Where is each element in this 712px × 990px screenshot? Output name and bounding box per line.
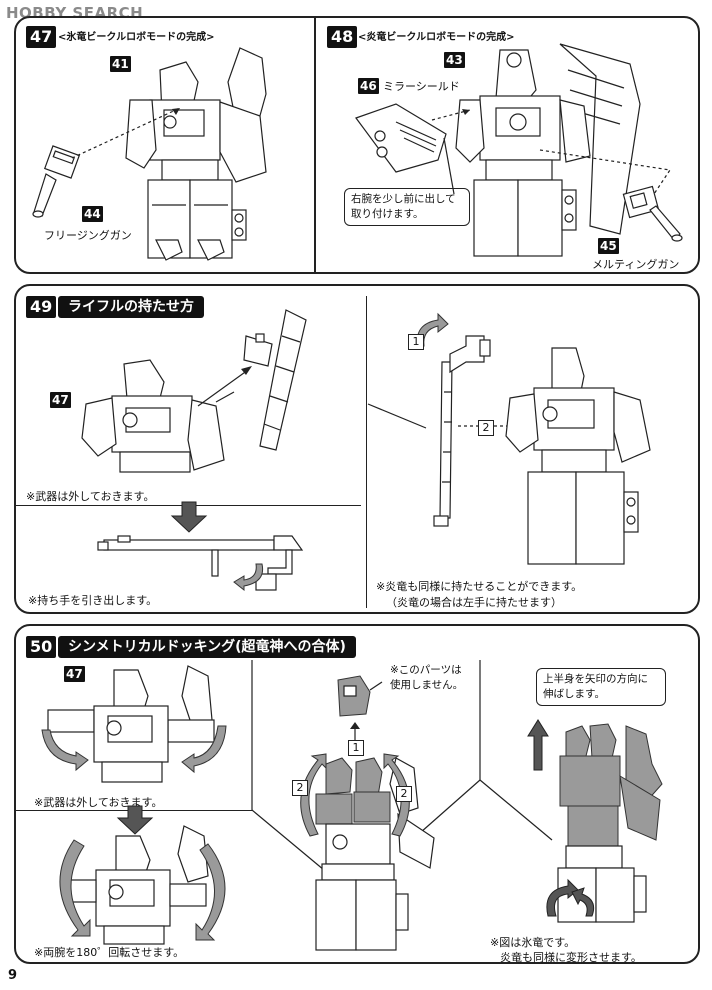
- robot-tag-47-50: 47: [64, 666, 85, 682]
- part-tag-41: 41: [110, 56, 131, 72]
- unused-callout-line-2: 使用しません。: [390, 679, 464, 691]
- up-arrow-50: [350, 722, 360, 742]
- note-pull-grip: ※持ち手を引き出します。: [28, 594, 158, 607]
- note-remove-weapon-49: ※武器は外しておきます。: [26, 490, 155, 503]
- step-48-title: <炎竜ビークルロボモードの完成>: [358, 32, 515, 43]
- page-number: 9: [8, 968, 18, 983]
- leader-lines-50: [251, 660, 553, 871]
- down-arrow-49: [170, 501, 208, 533]
- mirror-shield-label: ミラーシールド: [383, 80, 460, 93]
- robot-50a-illustration: [47, 665, 215, 783]
- attach-lines-48: [431, 109, 672, 201]
- rifle-vertical-illustration: [433, 335, 491, 527]
- down-arrow-50: [116, 805, 154, 835]
- melting-gun-label: メルティングガン: [592, 258, 680, 271]
- grip-rotate-arrow: [233, 563, 264, 592]
- unused-parts-callout: ※このパーツは 使用しません。: [384, 660, 476, 700]
- order-box-1-50: 1: [348, 740, 364, 756]
- order-box-2-49: 2: [478, 420, 494, 436]
- extend-callout: 上半身を矢印の方向に 伸ばします。: [536, 668, 666, 706]
- leader-line-49: [367, 403, 427, 429]
- step-48-number: 48: [327, 26, 358, 48]
- order-box-2b-50: 2: [396, 786, 412, 802]
- note-fire-dragon-2: （炎竜の場合は左手に持たせます）: [386, 596, 562, 609]
- callout-line-1: 右腕を少し前に出して: [351, 193, 456, 205]
- unused-callout-line-1: ※このパーツは: [390, 664, 462, 676]
- panel-divider: [314, 17, 316, 273]
- rifle-grip-illustration: [97, 535, 304, 591]
- step-47-title: <氷竜ビークルロボモードの完成>: [58, 32, 215, 43]
- extend-callout-line-1: 上半身を矢印の方向に: [543, 673, 648, 685]
- step-50-title: シンメトリカルドッキング(超竜神への合体): [58, 636, 356, 658]
- rifle-rotate-arrow: [416, 312, 449, 347]
- step-50-number: 50: [26, 636, 57, 658]
- mirror-shield-illustration: [355, 103, 447, 173]
- arrow-to-rifle: [197, 366, 252, 407]
- rotate-arrows-50c: [300, 753, 410, 837]
- step-49-number: 49: [26, 296, 57, 318]
- robot-50b-illustration: [59, 825, 226, 945]
- step-49-title: ライフルの持たせ方: [58, 296, 204, 318]
- attach-line-47: [71, 107, 181, 159]
- freezing-gun-label: フリージングガン: [44, 229, 132, 242]
- up-arrow-extend: [527, 719, 549, 771]
- rifle-49-illustration: [243, 309, 307, 451]
- order-box-2a-50: 2: [292, 780, 308, 796]
- step-47-number: 47: [26, 26, 57, 48]
- note-fire-dragon-1: ※炎竜も同様に持たせることができます。: [376, 580, 583, 593]
- part-tag-44: 44: [82, 206, 103, 222]
- panel-49-divider: [366, 296, 367, 608]
- robot-tag-47: 47: [50, 392, 71, 408]
- part-tag-45: 45: [598, 238, 619, 254]
- melting-gun-illustration: [622, 185, 683, 242]
- note-rotate-arms: ※両腕を180゜回転させます。: [34, 946, 185, 959]
- robot-47-illustration: [125, 47, 267, 261]
- part-tag-46: 46: [358, 78, 379, 94]
- arm-rotate-arrows-50a: [41, 725, 227, 774]
- robot-49-right-illustration: [505, 347, 651, 565]
- part-tag-43: 43: [444, 52, 465, 68]
- robot-49-illustration: [81, 359, 235, 473]
- note-figure-1: ※図は氷竜です。: [490, 936, 576, 949]
- extend-callout-line-2: 伸ばします。: [543, 688, 605, 700]
- unused-part-illustration: [337, 675, 383, 717]
- callout-line-2: 取り付けます。: [351, 208, 424, 220]
- note-figure-2: 炎竜も同様に変形させます。: [500, 951, 642, 964]
- robot-48-illustration: [455, 43, 641, 257]
- freezing-gun-illustration: [32, 145, 81, 218]
- robot-50d-illustration: [557, 723, 663, 923]
- attach-callout-48: 右腕を少し前に出して 取り付けます。: [344, 188, 470, 226]
- leg-rotate-arrows-50d: [546, 878, 595, 917]
- order-box-1-49: 1: [408, 334, 424, 350]
